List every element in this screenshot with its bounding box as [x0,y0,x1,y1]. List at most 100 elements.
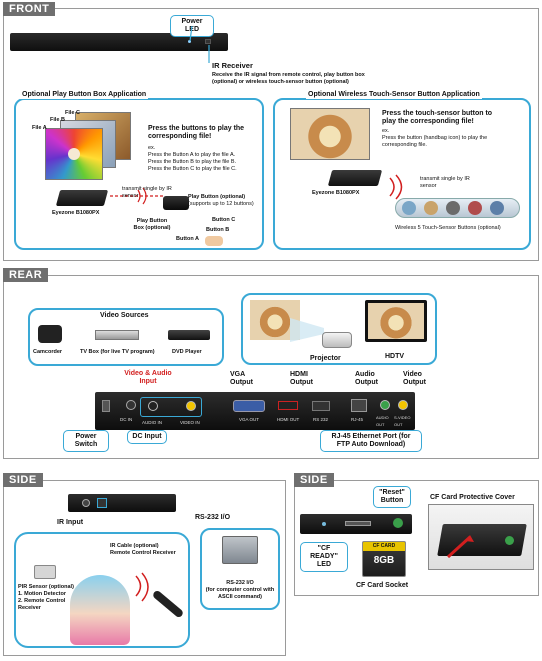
port-video-out-label: S-VIDEO OUT [394,415,411,427]
power-led-dot [188,40,191,43]
example-text: ex. Press the Button A to play the file … [148,145,237,172]
file-b-label: File B [50,117,65,123]
eyezone-device [55,190,109,206]
vga-output-label: VGA Output [230,371,253,386]
power-switch-label: Power Switch [63,430,109,452]
port-audio-in-label: AUDIO IN [142,420,163,425]
rs232-io-label: RS-232 I/O [195,514,231,521]
front-title: FRONT [3,2,56,16]
rear-title: REAR [3,268,49,282]
file-a-center [68,148,80,160]
touch-title: Optional Wireless Touch-Sensor Button Ap… [306,91,482,99]
rj45-port [351,399,367,412]
camcorder-icon [38,325,62,343]
child-image [70,575,130,645]
pir-sensor-icon [34,565,56,579]
dvd-player-icon [168,330,210,340]
port-dc-label: DC IN [120,417,133,422]
front-section [3,8,539,261]
computer-icon [222,536,258,564]
rs232-desc: RS-232 I/O (for computer control with AS… [205,580,275,600]
ir-signal-dashes [110,187,163,205]
projector-label: Projector [310,355,341,362]
audio-output-label: Audio Output [355,371,378,386]
audio-out-port [380,400,390,410]
hdtv-screen [368,303,424,339]
eyezone-label-2: Eyezone B1080PX [312,190,360,196]
port-rj45-label: RJ-45 [351,417,364,422]
side1-section [3,480,286,656]
vga-port [233,400,265,412]
video-output-label: Video Output [403,371,426,386]
play-button-label: Play Button (optional) [188,194,246,200]
rear-section [3,275,539,459]
pir-sensor-label: PIR Sensor (optional) 1. Motion Detector… [18,584,74,611]
press-buttons-text: Press the buttons to play the correspond… [148,125,245,140]
touch-ir-signal [389,174,403,200]
port-video-in-label: VIDEO IN [180,420,200,425]
ir-receiver-window [205,39,211,44]
cf-socket-label: CF Card Socket [356,582,409,589]
cf-ready-label: "CF READY" LED [300,542,348,572]
projector-icon [322,332,352,348]
dc-in-port [126,400,136,410]
button-a-label: Button A [176,236,200,242]
transmit-label-2: transmit single by IR sensor [420,176,470,189]
ir-receiver-line [208,45,210,63]
play-button-box-label: Play Button Box (optional) [133,218,171,231]
port-vga-label: VGA OUT [239,417,260,422]
touch-press-text: Press the touch-sensor button to play th… [382,110,493,125]
dvd-player-label: DVD Player [172,349,202,355]
supports-label: (supports up to 12 buttons) [188,201,254,207]
wireless-buttons-label: Wireless 5 Touch-Sensor Buttons (optiona… [395,225,501,231]
button-c-label: Button C [212,217,236,223]
rj45-label: RJ-45 Ethernet Port (for FTP Auto Downlo… [320,430,422,452]
camcorder-label: Camcorder [33,349,63,355]
port-hdmi-label: HDMI OUT [277,417,300,422]
cf-card-stripe: CF CARD [363,542,405,551]
ir-input-port [82,499,90,507]
hdmi-port [278,401,298,410]
touch-example-text: ex. Press the button (handbag icon) to p… [382,128,488,148]
play-button-box [163,196,189,210]
touch-food-image [290,108,370,160]
eyezone-device-2 [327,170,383,186]
hdmi-output-label: HDMI Output [290,371,313,386]
cf-cover-label: CF Card Protective Cover [430,494,515,501]
dc-input-label: DC Input [127,430,167,444]
video-out-port [398,400,408,410]
file-a-image [45,128,103,180]
ir-input-label: IR Input [57,519,84,526]
power-switch-port [102,400,110,412]
hand-icon [205,236,223,246]
cf-socket [345,521,371,526]
touch-button-3 [446,201,460,215]
audio-in-port [148,401,158,411]
tv-box-icon [95,330,139,340]
cf-card-size: 8GB [373,555,395,566]
video-audio-input-label: Video & Audio Input [124,370,172,385]
rs232-port [312,401,330,411]
file-c-label: File C [65,110,80,116]
video-audio-highlight [140,397,202,417]
hdtv-icon [365,300,427,342]
tv-box-label: TV Box (for live TV program) [80,349,155,355]
reset-button[interactable] [393,518,403,528]
play-box-title: Optional Play Button Box Application [20,91,149,99]
side1-title: SIDE [3,473,43,487]
eyezone-label: Eyezone B1080PX [52,210,100,216]
touch-button-4 [468,201,482,215]
rs232-side-port [97,498,107,508]
touch-button-1 [402,201,416,215]
button-b-label: Button B [206,227,230,233]
hdtv-label: HDTV [385,353,405,360]
projector-beam [290,318,324,342]
video-sources-title: Video Sources [100,312,149,319]
power-led-line [189,26,193,42]
port-rs232-label: RS 232 [313,417,329,422]
side1-device [68,494,176,512]
cf-cover-arrow [446,535,474,559]
transmit-label: transmit single by IR sensor [122,186,172,199]
cf-card: CF CARD 8GB [362,541,406,577]
ir-receiver-desc: Receive the IR signal from remote contro… [212,72,365,85]
